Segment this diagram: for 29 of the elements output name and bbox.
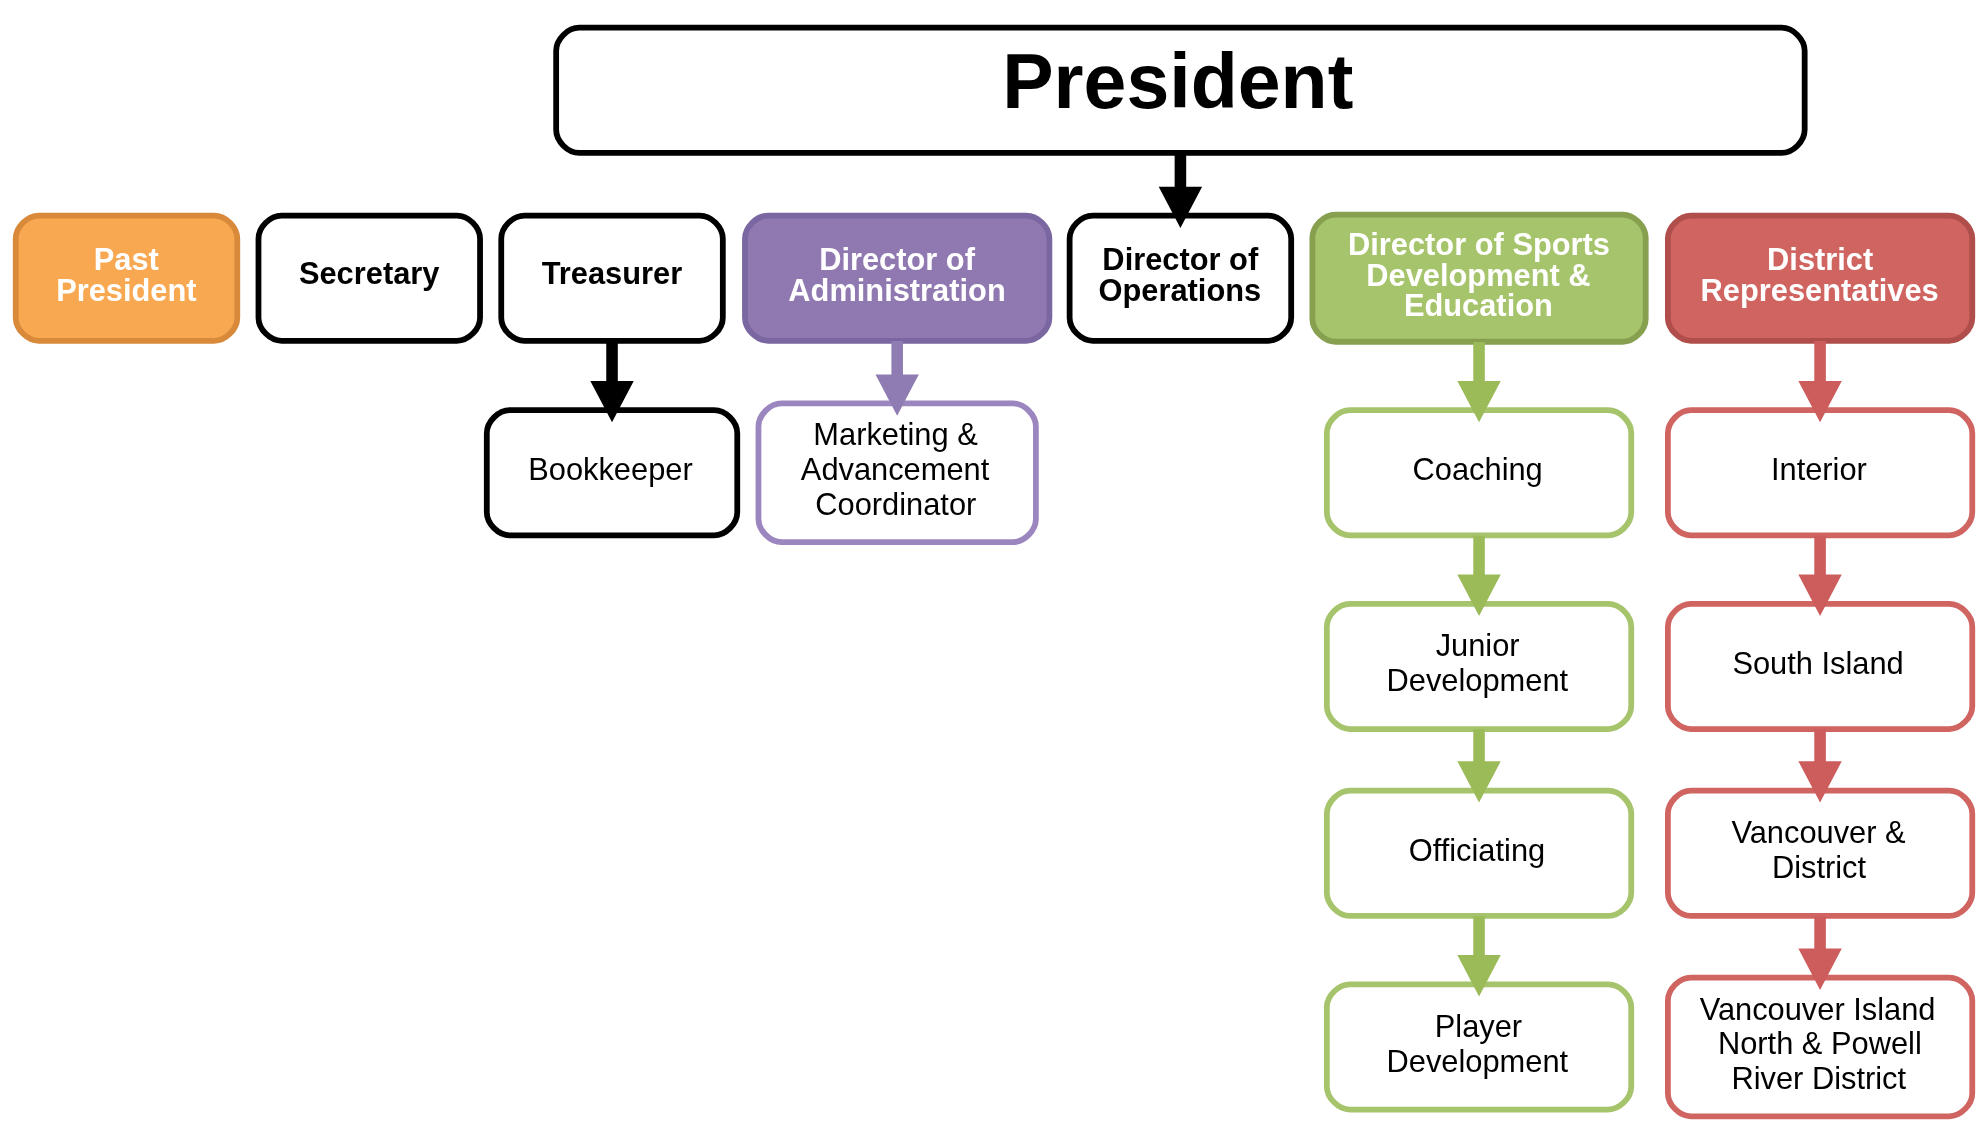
- arrow: [875, 340, 919, 416]
- arrow: [1457, 341, 1501, 422]
- arrow: [1798, 915, 1842, 990]
- node-box: Junior Development: [1323, 600, 1635, 732]
- node-box: Coaching: [1323, 406, 1635, 538]
- node-box: Player Development: [1323, 980, 1635, 1112]
- node-box: District Representatives: [1664, 212, 1976, 344]
- node-box: Vancouver Island North & Powell River District: [1664, 974, 1976, 1119]
- node-box: Vancouver & District: [1664, 787, 1976, 919]
- node-box: Interior: [1664, 406, 1976, 538]
- node-box: Marketing & Advancement Coordinator: [755, 400, 1039, 545]
- node-box: Director of Administration: [742, 212, 1053, 344]
- arrow: [1457, 535, 1501, 616]
- node-box: Treasurer: [498, 212, 726, 344]
- node-box: Director of Operations: [1066, 212, 1295, 344]
- arrow: [1798, 340, 1842, 422]
- arrow: [1457, 915, 1501, 996]
- arrow: [1158, 152, 1203, 228]
- node-box: Bookkeeper: [483, 406, 741, 538]
- arrow: [1457, 728, 1501, 802]
- node-box: President: [553, 24, 1808, 156]
- node-box: South Island: [1664, 600, 1976, 732]
- arrow: [1798, 728, 1842, 802]
- node-box: Director of Sports Development & Education: [1309, 211, 1649, 345]
- node-box: Officiating: [1323, 787, 1635, 919]
- arrow: [590, 340, 634, 422]
- node-box: Secretary: [255, 212, 483, 344]
- arrow: [1798, 535, 1842, 616]
- node-box: Past President: [12, 212, 241, 344]
